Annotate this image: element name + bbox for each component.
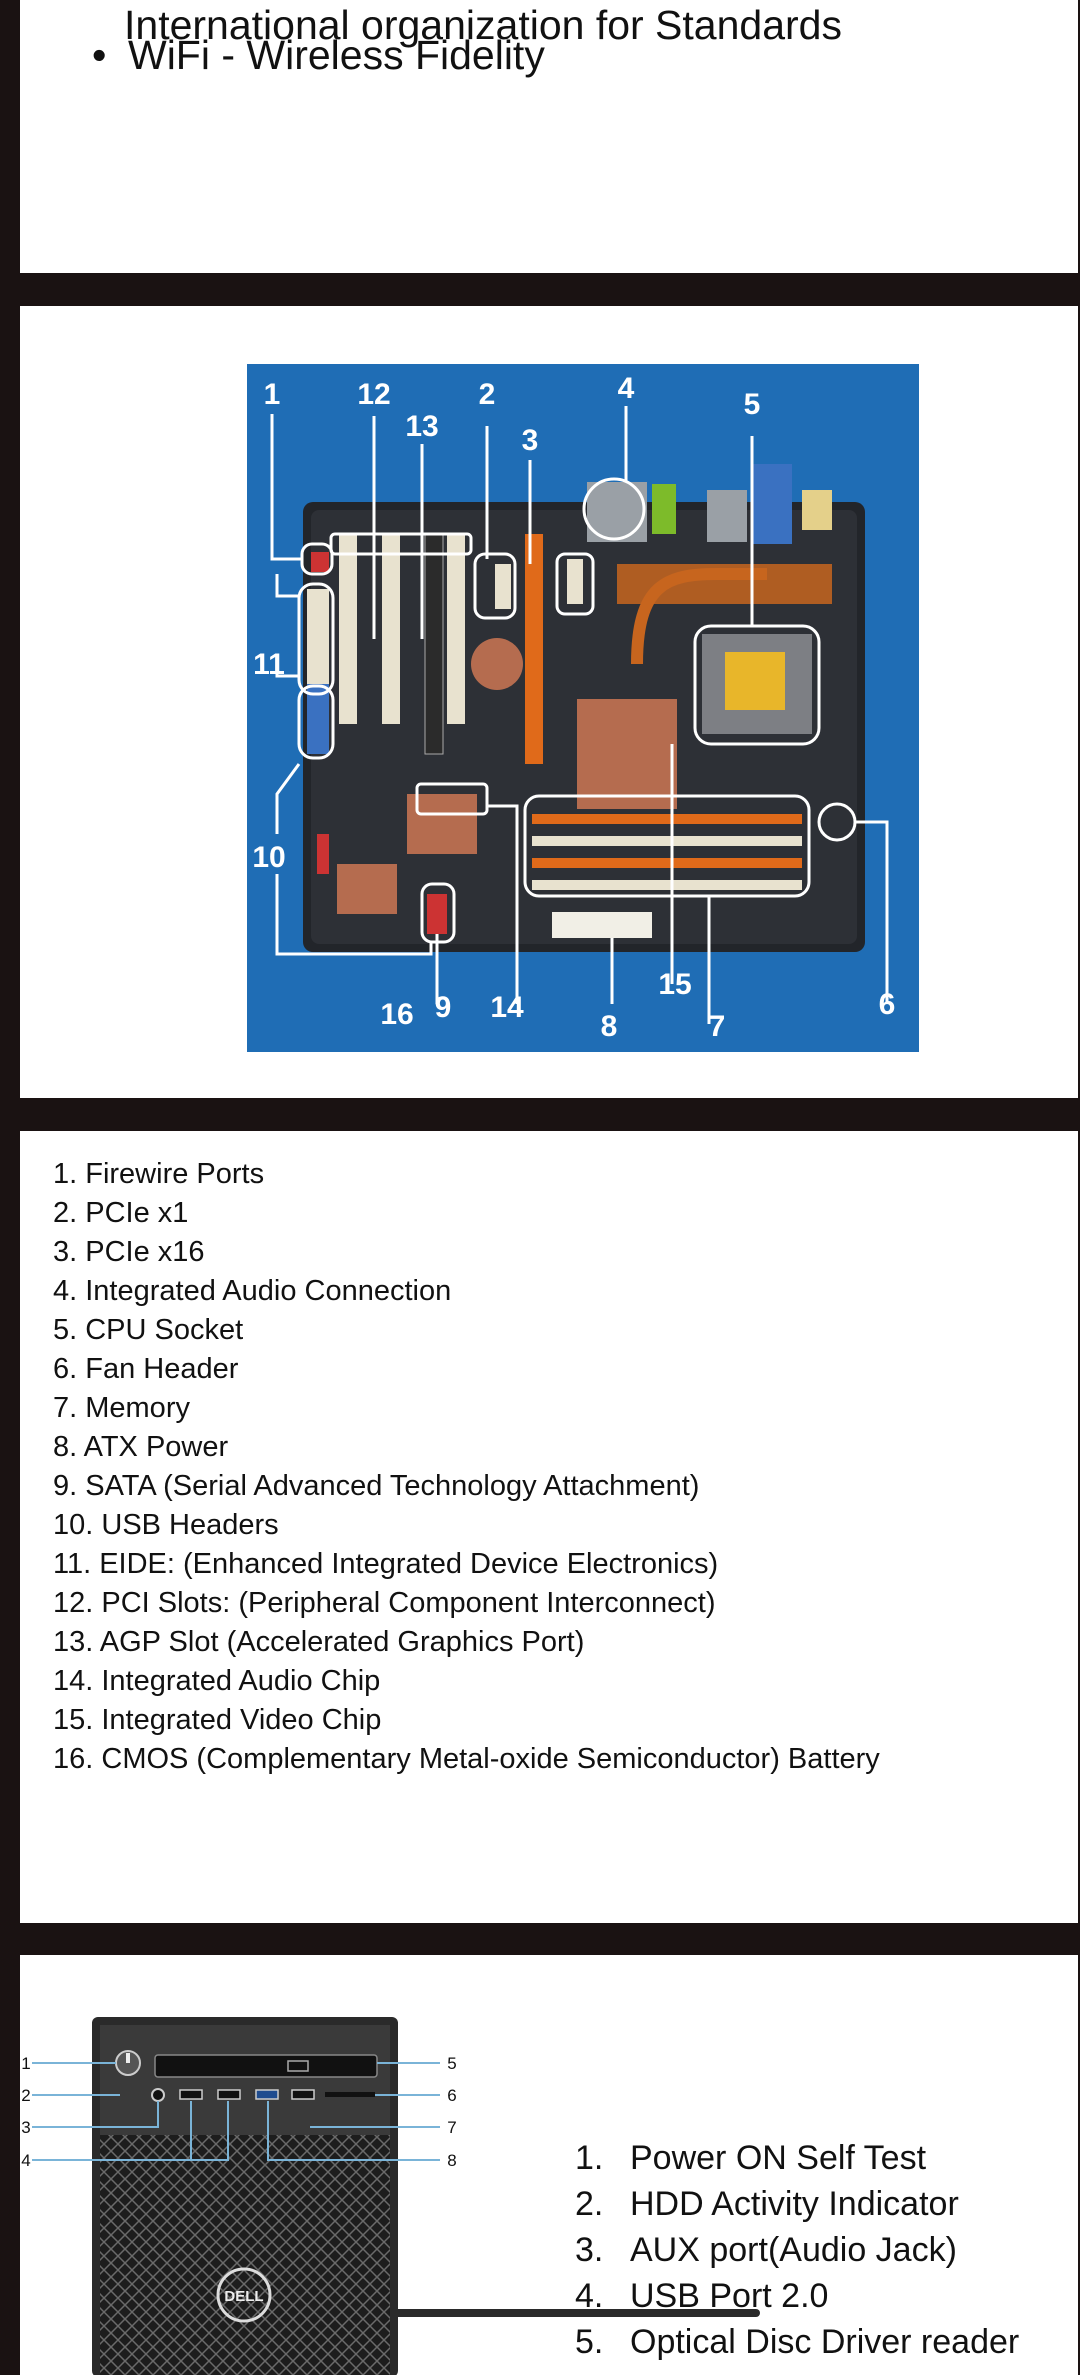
list-item: 1. Power ON Self Test xyxy=(575,2135,1019,2181)
slide-3: 1. Firewire Ports 2. PCIe x1 3. PCIe x16… xyxy=(20,1131,1078,1923)
list-item: 15. Integrated Video Chip xyxy=(53,1704,382,1736)
callout-label: 13 xyxy=(405,410,438,443)
list-number: 5. xyxy=(575,2323,604,2361)
list-label: Optical Disc Driver reader xyxy=(630,2323,1020,2361)
callout-label: 16 xyxy=(380,998,413,1031)
front-panel-list: 1. Power ON Self Test 2. HDD Activity Indi… xyxy=(575,2135,1019,2365)
list-number: 3. xyxy=(575,2231,604,2269)
callout-label: 15 xyxy=(658,968,691,1001)
motherboard-diagram: 1 12 13 2 3 4 5 11 10 16 9 14 8 15 7 6 xyxy=(247,364,919,1052)
list-item: 2. HDD Activity Indicator xyxy=(575,2181,1019,2227)
callout-label: 6 xyxy=(447,2086,456,2105)
list-item: 12. PCI Slots: (Peripheral Component Int… xyxy=(53,1587,716,1619)
list-item: 6. Fan Header xyxy=(53,1353,239,1385)
list-label: AUX port(Audio Jack) xyxy=(630,2231,957,2269)
callout-label: 8 xyxy=(447,2151,456,2170)
list-item: 1. Firewire Ports xyxy=(53,1158,265,1190)
callout-label: 6 xyxy=(879,988,896,1021)
slide-1: International organization for Standards… xyxy=(20,0,1078,273)
list-number: 1. xyxy=(575,2139,604,2177)
list-item: 3. PCIe x16 xyxy=(53,1236,205,1268)
components-list: 1. Firewire Ports 2. PCIe x1 3. PCIe x16… xyxy=(53,1155,880,1779)
pc-front-diagram: 1 2 3 4 5 6 7 8 DELL xyxy=(21,2017,457,2375)
callout-label: 2 xyxy=(21,2086,30,2105)
callout-label: 7 xyxy=(709,1010,726,1043)
callout-label: 14 xyxy=(490,991,524,1024)
slide-2: 1 12 13 2 3 4 5 11 10 16 9 14 8 15 7 6 xyxy=(20,306,1078,1098)
list-item: 11. EIDE: (Enhanced Integrated Device El… xyxy=(53,1548,719,1580)
callout-label: 10 xyxy=(252,841,285,874)
bullet-item: • WiFi - Wireless Fidelity xyxy=(92,32,545,79)
slide-4: 1 2 3 4 5 6 7 8 DELL 1. Power ON Self Tes… xyxy=(20,1955,1078,2375)
callout-label: 5 xyxy=(744,388,761,421)
callout-label: 3 xyxy=(522,424,539,457)
dell-logo-icon xyxy=(216,2267,272,2323)
pc-front-panel-image: 1 2 3 4 5 6 7 8 DELL xyxy=(20,1955,540,2375)
callout-label: 12 xyxy=(357,378,390,411)
callout-label: 3 xyxy=(21,2118,30,2137)
list-item: 5. CPU Socket xyxy=(53,1314,244,1346)
callout-label: 11 xyxy=(253,648,285,681)
list-item: 3. AUX port(Audio Jack) xyxy=(575,2227,1019,2273)
callout-label: 8 xyxy=(601,1010,618,1043)
callout-label: 1 xyxy=(21,2054,30,2073)
list-item: 10. USB Headers xyxy=(53,1509,279,1541)
callout-label: 4 xyxy=(21,2151,30,2170)
list-item: 2. PCIe x1 xyxy=(53,1197,189,1229)
list-item: 14. Integrated Audio Chip xyxy=(53,1665,381,1697)
list-item: 8. ATX Power xyxy=(53,1431,229,1463)
list-label: Power ON Self Test xyxy=(630,2139,927,2177)
callout-label: 2 xyxy=(479,378,496,411)
bullet-dot: • xyxy=(92,32,107,78)
list-item: 5. Optical Disc Driver reader xyxy=(575,2319,1019,2365)
slide-1-cut-text: International organization for Standards xyxy=(124,2,842,48)
list-item: 7. Memory xyxy=(53,1392,190,1424)
list-item: 16. CMOS (Complementary Metal-oxide Semi… xyxy=(53,1743,880,1775)
scroll-indicator-bar xyxy=(390,2309,760,2317)
list-number: 4. xyxy=(575,2277,604,2315)
callout-label: 9 xyxy=(435,991,452,1024)
list-item: 13. AGP Slot (Accelerated Graphics Port) xyxy=(53,1626,585,1658)
list-number: 2. xyxy=(575,2185,604,2223)
callout-label: 5 xyxy=(447,2054,456,2073)
list-label: HDD Activity Indicator xyxy=(630,2185,959,2223)
motherboard-image: 1 12 13 2 3 4 5 11 10 16 9 14 8 15 7 6 xyxy=(247,364,919,1052)
brand-logo-text: DELL xyxy=(224,2288,263,2305)
list-label: USB Port 2.0 xyxy=(630,2277,829,2315)
list-item: 4. USB Port 2.0 xyxy=(575,2273,1019,2319)
callout-label: 7 xyxy=(447,2118,456,2137)
callout-label: 1 xyxy=(264,378,281,411)
callout-label: 4 xyxy=(618,372,635,405)
bullet-text: WiFi - Wireless Fidelity xyxy=(128,32,545,78)
list-item: 9. SATA (Serial Advanced Technology Atta… xyxy=(53,1470,700,1502)
list-item: 4. Integrated Audio Connection xyxy=(53,1275,452,1307)
